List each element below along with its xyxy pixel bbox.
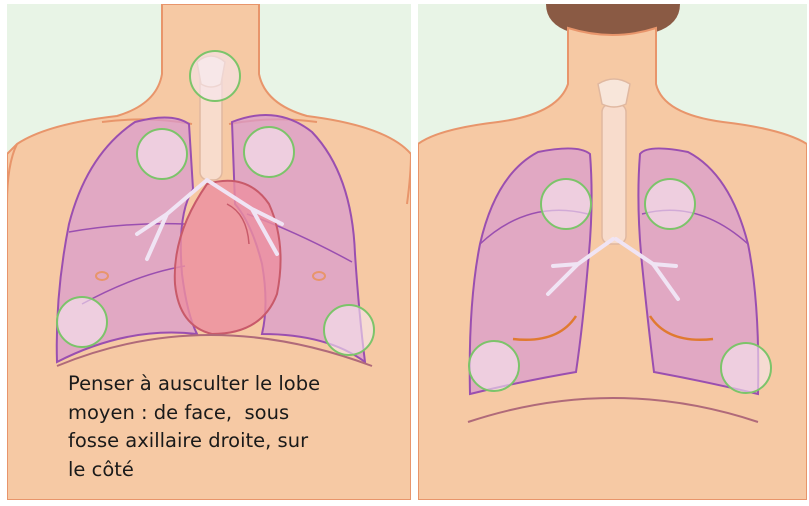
auscultation-point-back-right-apex (645, 179, 695, 229)
auscultation-point-back-left-apex (541, 179, 591, 229)
auscultation-point-left-lateral (324, 305, 374, 355)
auscultation-point-back-left-base (469, 341, 519, 391)
middle-lobe-caption: Penser à ausculter le lobe moyen : de fa… (68, 370, 368, 484)
back-trachea (602, 104, 626, 244)
auscultation-point-front-right-apex (137, 129, 187, 179)
caption-line: le côté (68, 456, 368, 485)
auscultation-point-front-left-apex (244, 127, 294, 177)
caption-line: Penser à ausculter le lobe (68, 370, 368, 399)
back-larynx (598, 79, 630, 107)
back-view-panel (418, 4, 807, 500)
auscultation-point-right-middle-lobe (57, 297, 107, 347)
caption-line: fosse axillaire droite, sur (68, 427, 368, 456)
caption-line: moyen : de face, sous (68, 399, 368, 428)
auscultation-point-trachea (190, 51, 240, 101)
auscultation-point-back-right-base (721, 343, 771, 393)
back-chest-illustration (418, 4, 807, 500)
